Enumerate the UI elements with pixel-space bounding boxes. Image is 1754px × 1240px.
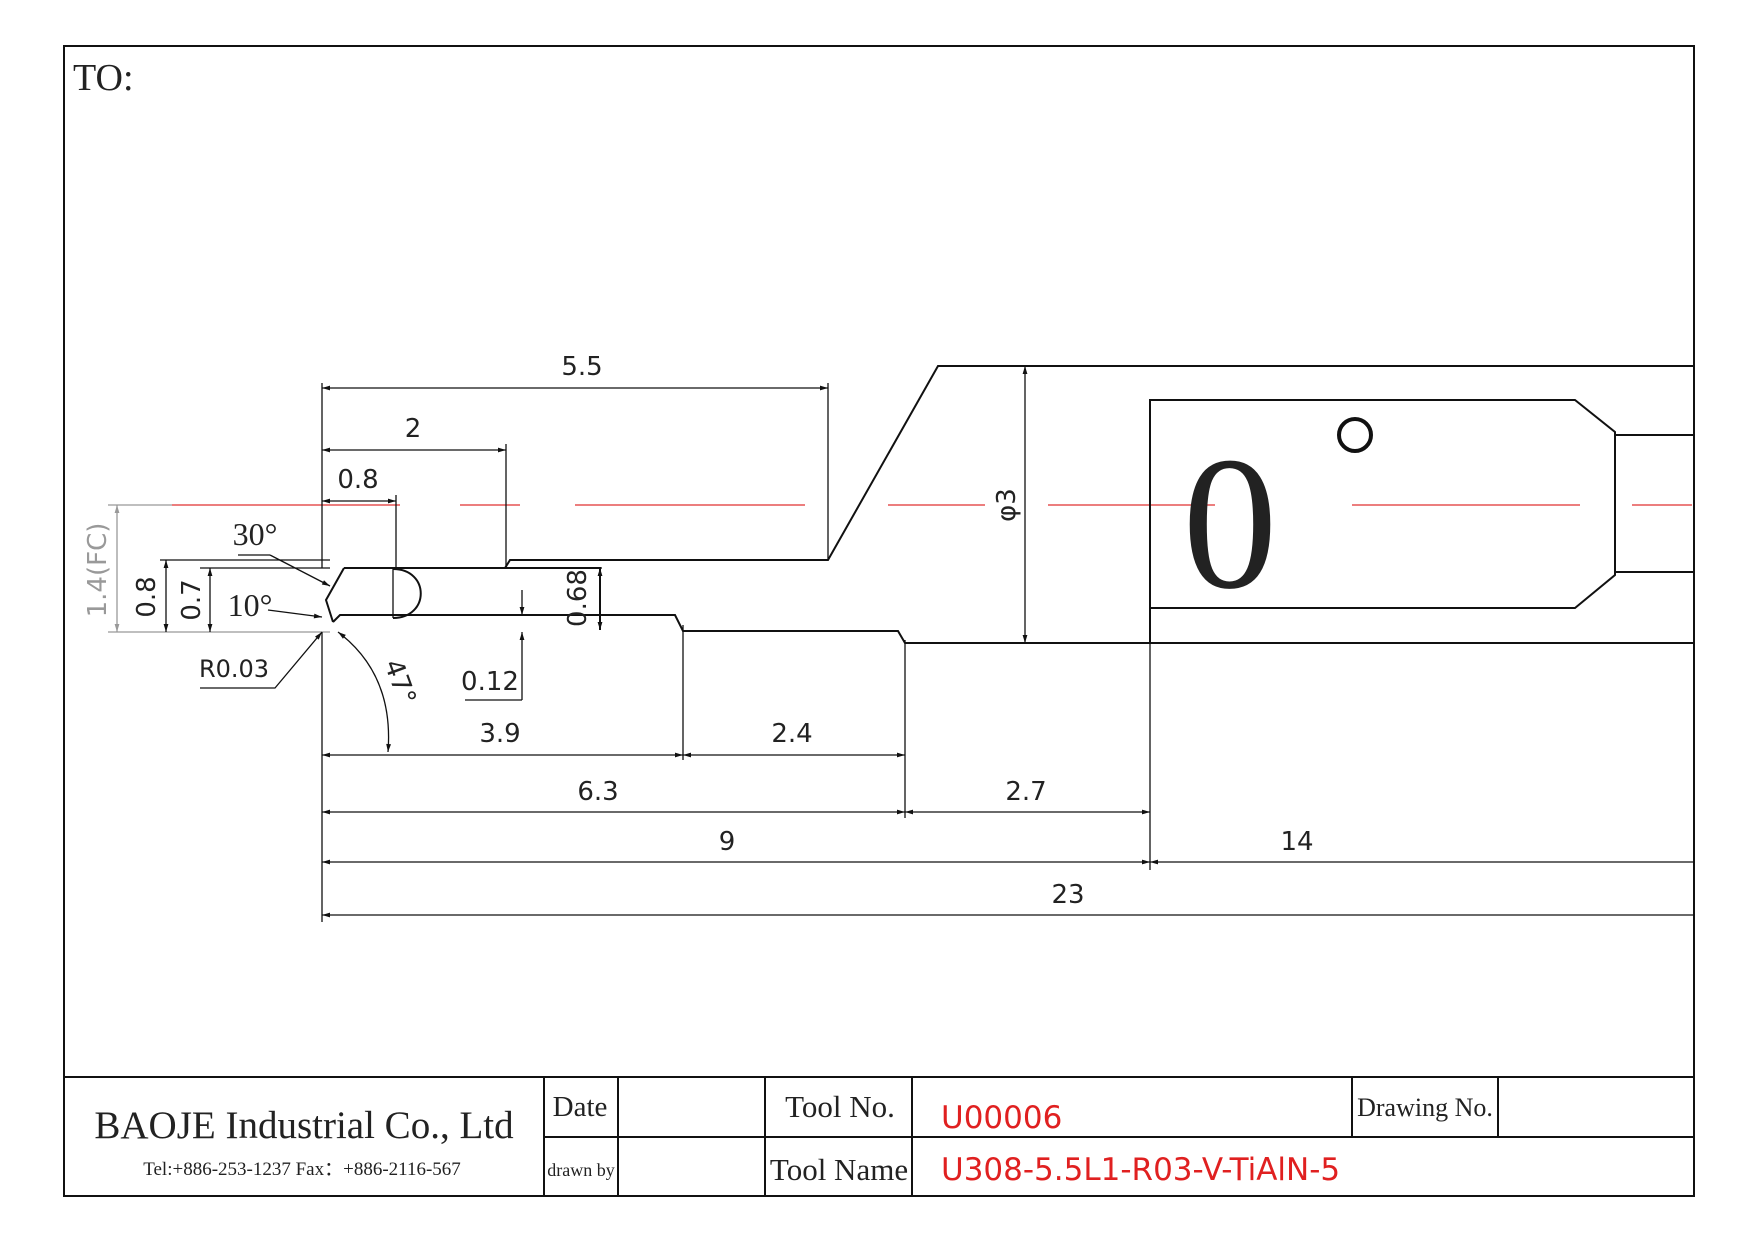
dim-r003-label: R0.03 [199, 655, 269, 683]
dim-30deg-label: 30° [233, 516, 278, 552]
extension-lines [321, 625, 1151, 922]
drawing-no-label: Drawing No. [1357, 1093, 1493, 1122]
dim-2-4: 2.4 [683, 719, 905, 758]
dim-1-4-fc: 1.4(FC) [83, 504, 330, 633]
dim-0-12-label: 0.12 [461, 667, 519, 697]
tool-no-value: U00006 [941, 1100, 1062, 1136]
dim-23-label: 23 [1051, 880, 1084, 910]
dim-23: 23 [322, 880, 1694, 918]
dim-6-3-label: 6.3 [577, 777, 618, 807]
dim-6-3: 6.3 [322, 777, 905, 815]
drawing-frame [63, 45, 1695, 1197]
company-name: BAOJE Industrial Co., Ltd [94, 1104, 514, 1147]
dim-0-8-top-label: 0.8 [337, 465, 378, 495]
dim-9: 9 [322, 827, 1150, 865]
dim-10deg: 10° [228, 587, 323, 623]
dim-3-9-label: 3.9 [479, 719, 520, 749]
dim-14: 14 [1150, 827, 1694, 865]
title-block: BAOJE Industrial Co., Ltd Tel:+886-253-1… [64, 1076, 1694, 1196]
dim-2-label: 2 [405, 414, 422, 444]
tool-name-value: U308-5.5L1-R03-V-TiAlN-5 [941, 1152, 1340, 1188]
tool-name-label: Tool Name [770, 1152, 908, 1187]
angle-value: 0 [1183, 419, 1278, 629]
dim-30deg: 30° [233, 516, 331, 587]
dim-phi3-label: φ3 [992, 488, 1022, 522]
dim-r003: R0.03 [199, 631, 323, 689]
angle-label: 0 [1183, 417, 1373, 629]
dim-2-7-label: 2.7 [1005, 777, 1046, 807]
dim-0-68: 0.68 [563, 567, 603, 630]
drawn-by-label: drawn by [547, 1160, 614, 1180]
dim-14-label: 14 [1280, 827, 1313, 857]
dim-0-7: 0.7 [177, 567, 330, 632]
dim-1-4-fc-label: 1.4(FC) [83, 523, 113, 618]
dim-47deg: 47° [337, 631, 421, 753]
dim-5-5-label: 5.5 [561, 352, 602, 382]
dim-0-68-label: 0.68 [563, 569, 593, 627]
to-label: TO: [73, 57, 134, 99]
dim-0-8-top: 0.8 [322, 465, 397, 568]
tool-no-label: Tool No. [785, 1089, 895, 1124]
date-label: Date [553, 1091, 608, 1123]
dim-0-8-left: 0.8 [132, 559, 330, 632]
dim-0-8-left-label: 0.8 [132, 576, 162, 617]
dim-5-5: 5.5 [321, 352, 829, 568]
dim-phi3: φ3 [992, 366, 1028, 643]
dim-2: 2 [322, 414, 507, 568]
dim-0-7-label: 0.7 [177, 579, 207, 620]
dim-3-9: 3.9 [322, 719, 683, 758]
dim-10deg-label: 10° [228, 587, 273, 623]
dim-2-4-label: 2.4 [771, 719, 812, 749]
dim-2-7: 2.7 [905, 777, 1150, 815]
degree-mark [1337, 417, 1373, 453]
dim-9-label: 9 [719, 827, 736, 857]
dim-0-12: 0.12 [461, 590, 525, 701]
company-contact: Tel:+886-253-1237 Fax：+886-2116-567 [143, 1159, 461, 1180]
